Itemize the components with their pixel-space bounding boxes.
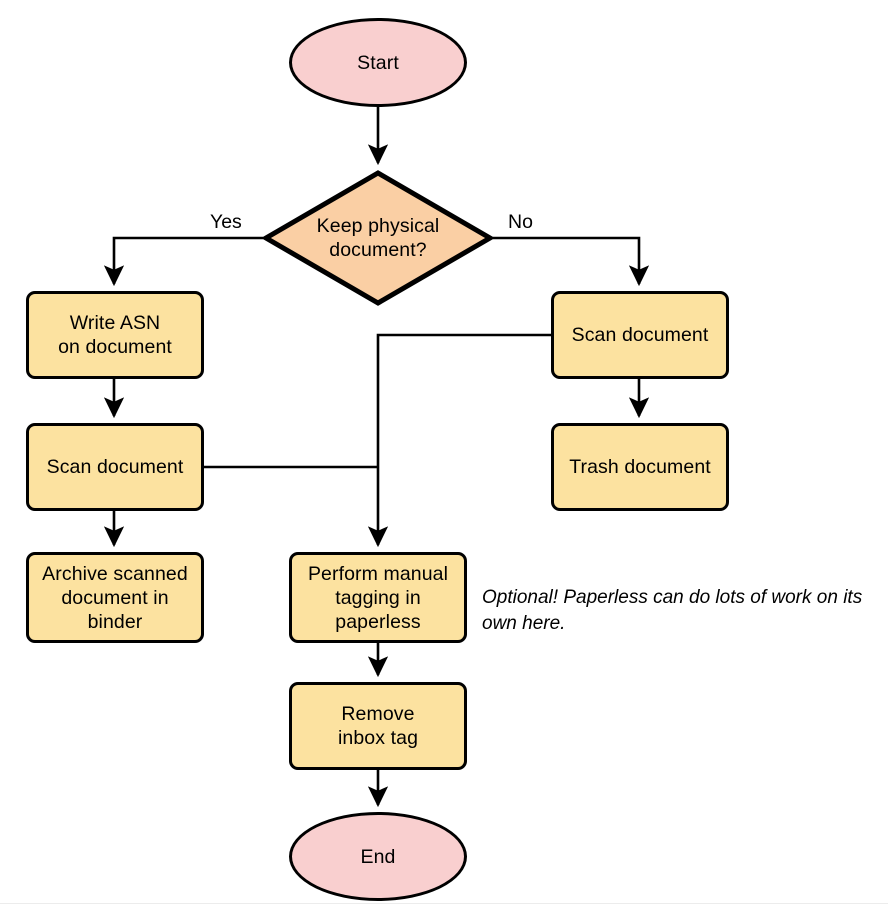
node-scan-document-left[interactable]: Scan document xyxy=(26,423,204,511)
node-archive-scanned-document-in-binder[interactable]: Archive scanned document in binder xyxy=(26,552,204,643)
node-write-asn-label: Write ASN on document xyxy=(58,312,172,358)
node-decision-label: Keep physical document? xyxy=(316,215,440,261)
node-trash-document[interactable]: Trash document xyxy=(551,423,729,511)
node-end-label: End xyxy=(360,845,396,868)
node-archive-label: Archive scanned document in binder xyxy=(42,562,188,633)
node-remove-inbox-tag[interactable]: Remove inbox tag xyxy=(289,682,467,770)
node-scan-right-label: Scan document xyxy=(571,324,709,346)
edge-label-no: No xyxy=(508,211,533,233)
optional-note: Optional! Paperless can do lots of work … xyxy=(482,587,863,634)
edge-scan-right-to-tagging xyxy=(367,333,551,548)
diamond-shape xyxy=(263,170,493,306)
node-keep-physical-document-decision[interactable]: Keep physical document? xyxy=(263,170,493,306)
edge-decision-no-to-scan-right xyxy=(493,236,650,287)
node-trash-label: Trash document xyxy=(569,456,711,478)
node-scan-left-label: Scan document xyxy=(46,456,184,478)
edge-label-yes: Yes xyxy=(210,211,242,233)
node-start[interactable]: Start xyxy=(289,18,467,107)
node-start-label: Start xyxy=(357,51,399,74)
bottom-divider xyxy=(0,903,888,904)
node-tagging-label: Perform manual tagging in paperless xyxy=(307,562,449,633)
node-write-asn-on-document[interactable]: Write ASN on document xyxy=(26,291,204,379)
node-scan-document-right[interactable]: Scan document xyxy=(551,291,729,379)
node-remove-tag-label: Remove inbox tag xyxy=(337,703,419,749)
node-perform-manual-tagging-in-paperless[interactable]: Perform manual tagging in paperless xyxy=(289,552,467,643)
edge-decision-yes-to-write-asn xyxy=(103,236,263,287)
node-end[interactable]: End xyxy=(289,812,467,901)
